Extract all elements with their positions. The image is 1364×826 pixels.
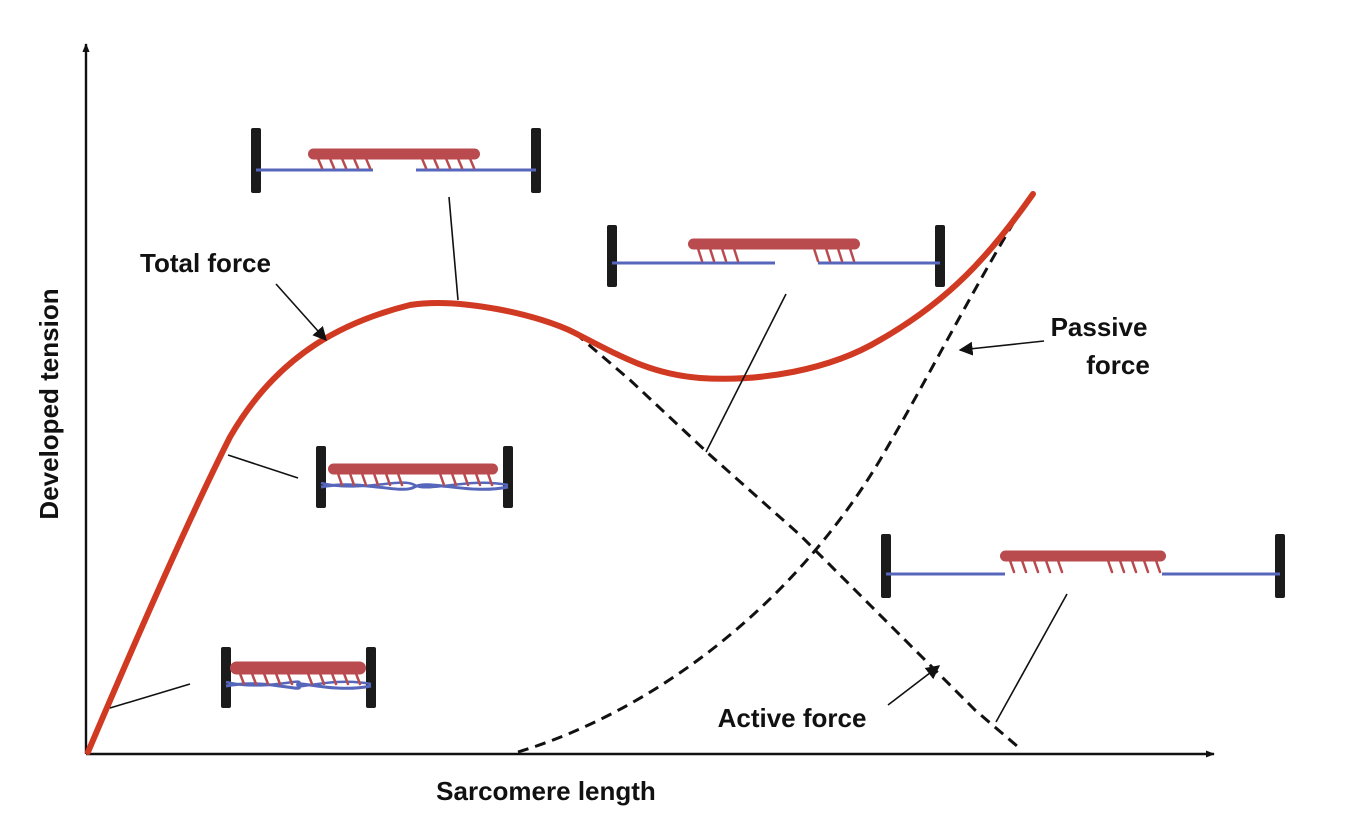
passive-force-label-line2: force bbox=[1086, 350, 1150, 380]
sarcomere-optimal-overlap bbox=[251, 128, 541, 193]
cross-bridge bbox=[696, 247, 704, 263]
myosin-filament bbox=[308, 148, 480, 160]
z-disk bbox=[531, 128, 541, 193]
cross-bridge bbox=[328, 157, 336, 170]
cross-bridge bbox=[330, 672, 338, 686]
actin-filament bbox=[320, 483, 509, 491]
z-disk bbox=[366, 647, 376, 708]
sarcomere-stretched bbox=[607, 225, 945, 287]
leader-sarcomere-optimal bbox=[448, 196, 459, 301]
z-disk bbox=[935, 225, 945, 287]
z-disk bbox=[251, 128, 261, 193]
cross-bridge bbox=[384, 472, 392, 487]
cross-bridge bbox=[1130, 559, 1138, 574]
cross-bridge bbox=[450, 472, 458, 487]
cross-bridge bbox=[474, 472, 482, 487]
z-disk bbox=[221, 647, 231, 708]
cross-bridge bbox=[274, 672, 282, 686]
cross-bridge bbox=[336, 472, 344, 487]
total-force-label: Total force bbox=[140, 248, 271, 278]
x-axis-label: Sarcomere length bbox=[436, 776, 656, 806]
total-force-pointer bbox=[275, 283, 327, 342]
cross-bridge bbox=[262, 672, 270, 686]
cross-bridge bbox=[444, 157, 452, 170]
cross-bridge bbox=[306, 672, 314, 686]
cross-bridge bbox=[1154, 559, 1162, 574]
cross-bridge bbox=[348, 472, 356, 487]
active-force-curve bbox=[574, 331, 1018, 748]
cross-bridge bbox=[462, 472, 470, 487]
sarcomere-overstretched bbox=[881, 534, 1285, 598]
cross-bridge bbox=[250, 672, 258, 686]
cross-bridge bbox=[836, 247, 844, 263]
cross-bridge bbox=[372, 472, 380, 487]
cross-bridge bbox=[1142, 559, 1150, 574]
cross-bridge bbox=[1056, 559, 1064, 574]
cross-bridge bbox=[1032, 559, 1040, 574]
cross-bridge bbox=[456, 157, 464, 170]
cross-bridge bbox=[238, 672, 246, 686]
cross-bridge bbox=[1044, 559, 1052, 574]
cross-bridge bbox=[342, 672, 350, 686]
myosin-filament bbox=[230, 661, 366, 675]
cross-bridge bbox=[340, 157, 348, 170]
cross-bridge bbox=[360, 472, 368, 487]
cross-bridge bbox=[486, 472, 494, 487]
cross-bridge bbox=[318, 672, 326, 686]
cross-bridge bbox=[1020, 559, 1028, 574]
cross-bridge bbox=[720, 247, 728, 263]
leader-sarcomere-shortest bbox=[109, 683, 191, 709]
active-force-label: Active force bbox=[718, 703, 867, 733]
passive-force-curve bbox=[517, 195, 1032, 754]
cross-bridge bbox=[732, 247, 740, 263]
cross-bridge bbox=[286, 672, 294, 686]
cross-bridge bbox=[354, 672, 362, 686]
z-disk bbox=[881, 534, 891, 598]
leader-sarcomere-overstretched bbox=[995, 593, 1068, 723]
z-disk bbox=[316, 446, 326, 508]
leader-sarcomere-short bbox=[227, 454, 299, 479]
cross-bridge bbox=[364, 157, 372, 170]
actin-filament bbox=[320, 481, 509, 489]
cross-bridge bbox=[1106, 559, 1114, 574]
myosin-filament bbox=[328, 463, 498, 475]
total-force-curve bbox=[85, 191, 1036, 755]
myosin-filament bbox=[688, 238, 860, 250]
cross-bridge bbox=[708, 247, 716, 263]
cross-bridge bbox=[848, 247, 856, 263]
y-axis-label: Developed tension bbox=[34, 288, 64, 519]
passive-force-label-line1: Passive bbox=[1051, 312, 1148, 342]
cross-bridge bbox=[432, 157, 440, 170]
cross-bridge bbox=[420, 157, 428, 170]
cross-bridge bbox=[468, 157, 476, 170]
cross-bridge bbox=[1118, 559, 1126, 574]
axes bbox=[82, 43, 1215, 758]
cross-bridge bbox=[316, 157, 324, 170]
myosin-filament bbox=[1000, 550, 1166, 562]
cross-bridge bbox=[396, 472, 404, 487]
z-disk bbox=[607, 225, 617, 287]
cross-bridge bbox=[1008, 559, 1016, 574]
cross-bridge bbox=[438, 472, 446, 487]
passive-force-pointer bbox=[958, 340, 1045, 356]
sarcomere-short bbox=[316, 446, 513, 508]
cross-bridge bbox=[824, 247, 832, 263]
z-disk bbox=[1275, 534, 1285, 598]
leader-sarcomere-stretched bbox=[705, 293, 787, 453]
sarcomere-shortest bbox=[221, 647, 376, 708]
active-force-pointer bbox=[887, 665, 941, 706]
cross-bridge bbox=[352, 157, 360, 170]
z-disk bbox=[503, 446, 513, 508]
cross-bridge bbox=[812, 247, 820, 263]
